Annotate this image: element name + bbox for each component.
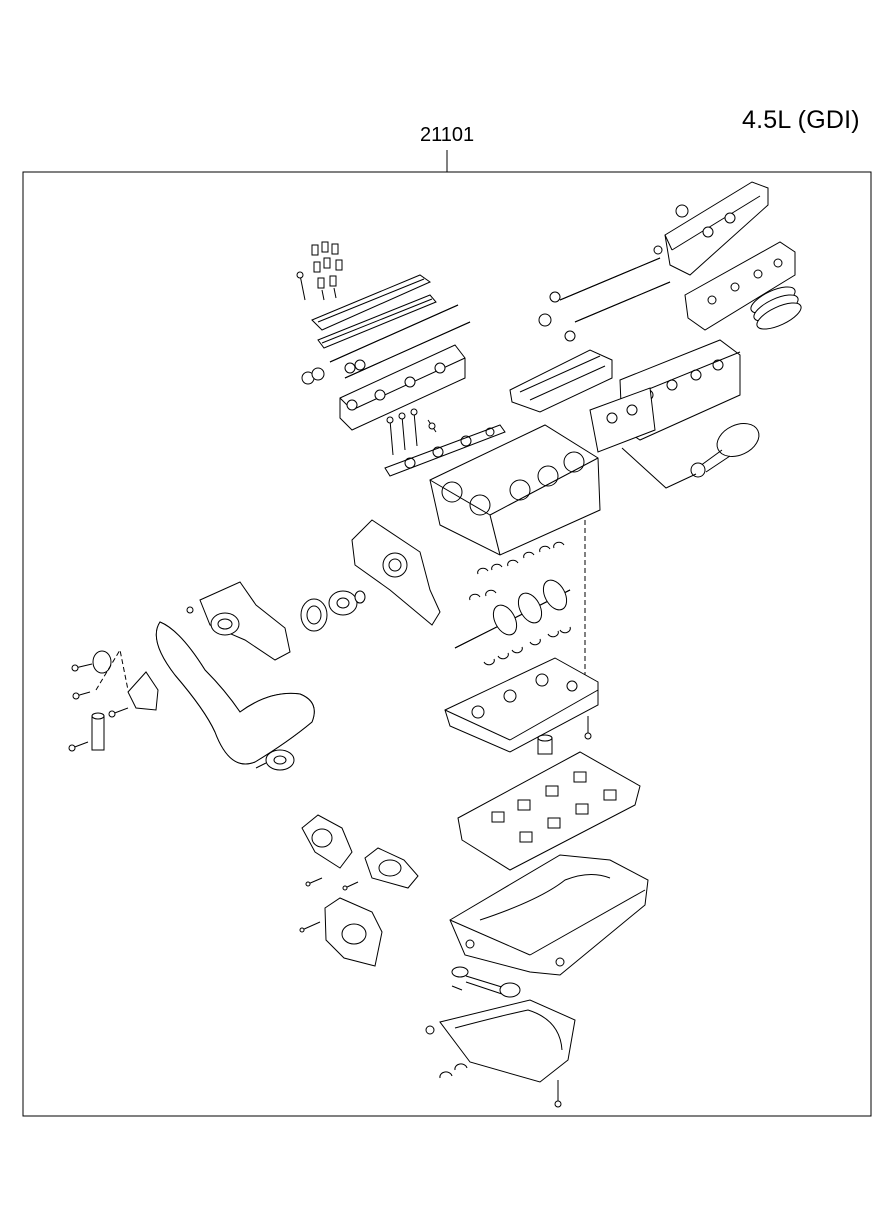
drain-plug[interactable] (439, 1063, 562, 1108)
bedplate-bolt[interactable] (584, 716, 592, 740)
timing-cover-lower[interactable] (299, 877, 383, 967)
timing-cover-upper[interactable] (301, 814, 353, 869)
piston-leader-line (621, 447, 697, 489)
lower-oil-pan[interactable] (425, 999, 576, 1083)
left-camshafts[interactable] (301, 304, 471, 385)
oil-filter-adapter[interactable] (537, 734, 553, 755)
tensioner-pulley[interactable] (71, 650, 112, 674)
oil-pump-rotor[interactable] (328, 590, 366, 616)
tensioner-bracket[interactable] (72, 671, 159, 718)
left-head-gasket[interactable] (384, 424, 506, 477)
timing-idler-pulley[interactable] (255, 749, 295, 771)
intake-plenum[interactable] (509, 349, 613, 413)
auto-tensioner[interactable] (68, 712, 105, 752)
cylinder-block[interactable] (429, 424, 601, 556)
piston-rings[interactable] (747, 282, 804, 335)
tensioner-leader-line (95, 648, 129, 691)
camshaft-carrier[interactable] (684, 241, 796, 331)
rear-seal-retainer[interactable] (342, 847, 419, 891)
crank-sprocket[interactable] (300, 598, 328, 632)
piston-connecting-rod[interactable] (690, 417, 764, 478)
engine-variant-label: 4.5L (GDI) (742, 106, 860, 134)
assembly-frame (22, 171, 872, 1117)
left-cylinder-head[interactable] (339, 344, 466, 431)
upper-oil-pan[interactable] (449, 854, 649, 976)
right-camshafts[interactable] (538, 245, 671, 342)
left-valves[interactable] (386, 408, 437, 456)
bedplate[interactable] (444, 657, 599, 753)
main-bearings-upper[interactable] (469, 541, 565, 601)
right-head-gasket[interactable] (589, 387, 656, 453)
water-pump[interactable] (186, 581, 291, 661)
main-bearings-lower[interactable] (483, 626, 571, 666)
oil-pump-housing[interactable] (351, 519, 441, 626)
baffle-plate[interactable] (457, 751, 641, 871)
crankshaft[interactable] (454, 576, 571, 649)
oil-strainer[interactable] (451, 966, 521, 998)
left-valve-train[interactable] (296, 241, 437, 349)
part-number-callout[interactable]: 21101 (420, 124, 475, 146)
head-cover[interactable] (664, 181, 769, 276)
